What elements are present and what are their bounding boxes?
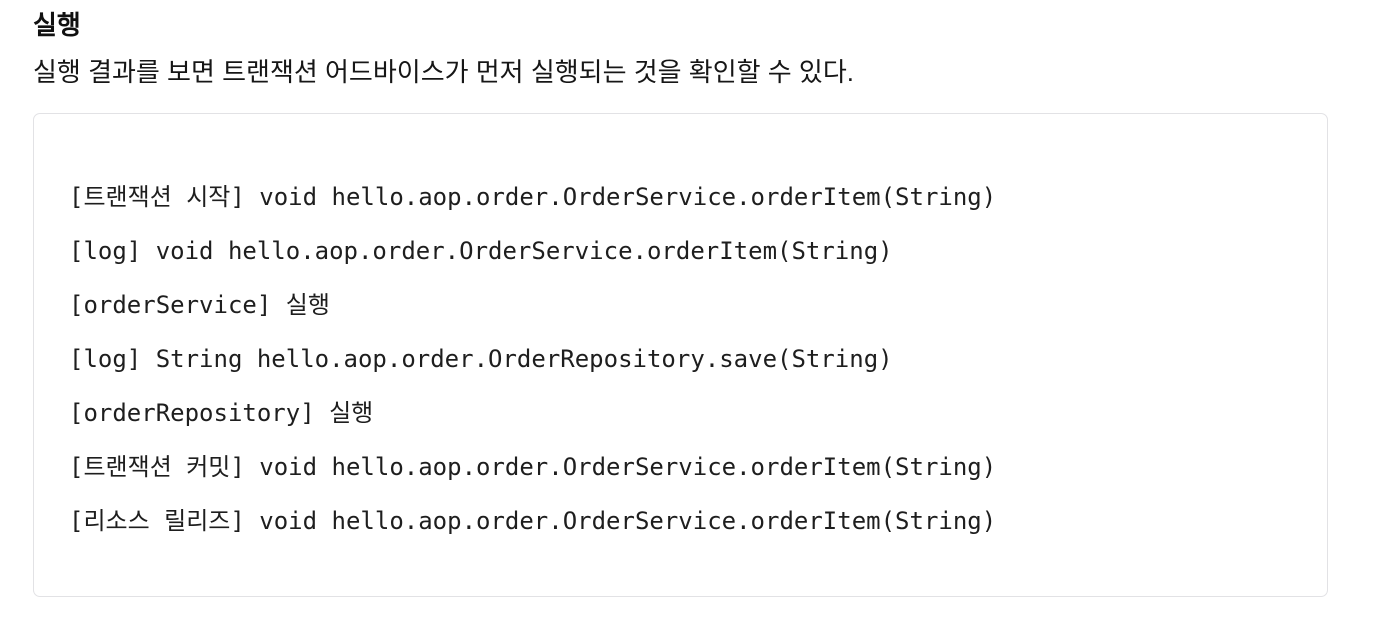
code-line: [트랜잭션 커밋] void hello.aop.order.OrderServ…: [69, 452, 997, 481]
section-heading: 실행: [33, 10, 81, 40]
code-line: [orderService] 실행: [69, 290, 330, 319]
code-line: [트랜잭션 시작] void hello.aop.order.OrderServ…: [69, 182, 997, 211]
document-page: 실행 실행 결과를 보면 트랜잭션 어드바이스가 먼저 실행되는 것을 확인할 …: [33, 10, 1328, 597]
code-line: [orderRepository] 실행: [69, 398, 374, 427]
code-lines: [트랜잭션 시작] void hello.aop.order.OrderServ…: [69, 170, 1307, 548]
code-line: [log] void hello.aop.order.OrderService.…: [69, 236, 893, 265]
section-description: 실행 결과를 보면 트랜잭션 어드바이스가 먼저 실행되는 것을 확인할 수 있…: [33, 57, 854, 88]
code-line: [log] String hello.aop.order.OrderReposi…: [69, 344, 893, 373]
code-line: [리소스 릴리즈] void hello.aop.order.OrderServ…: [69, 506, 997, 535]
code-block: [트랜잭션 시작] void hello.aop.order.OrderServ…: [33, 112, 1328, 597]
